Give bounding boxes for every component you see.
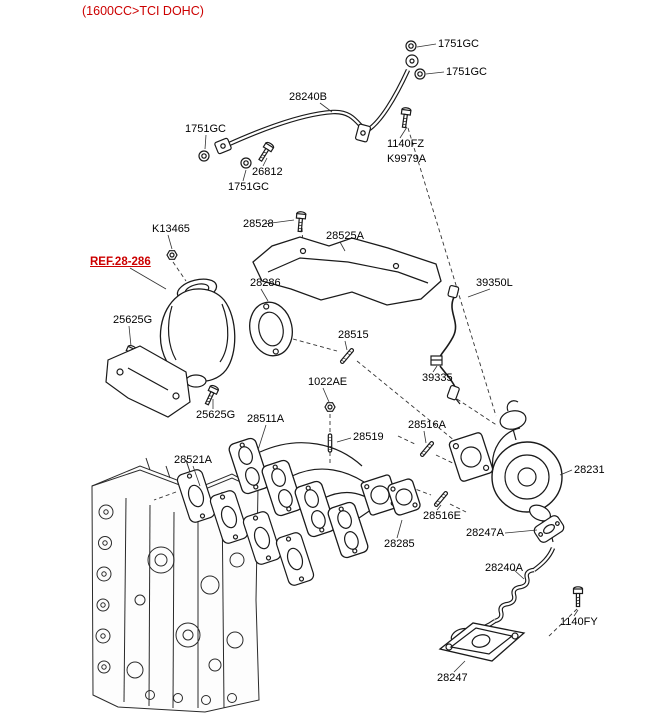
- part-label-28240A: 28240A: [485, 562, 523, 574]
- threaded-stud-icon: [419, 440, 435, 458]
- gasket-28286-drawing: [249, 301, 293, 357]
- part-label-28285: 28285: [384, 538, 415, 550]
- threaded-stud-icon: [327, 433, 333, 453]
- part-label-1022AE: 1022AE: [308, 376, 348, 388]
- part-label-26812: 26812: [252, 166, 283, 178]
- converter-bracket-drawing: [105, 345, 191, 418]
- part-label-1751GC-3: 1751GC: [185, 123, 226, 135]
- threaded-stud-icon: [433, 490, 449, 508]
- gasket-28247A-drawing: [533, 515, 565, 543]
- turbocharger-drawing: [448, 400, 563, 543]
- diagram-title: (1600CC>TCI DOHC): [82, 4, 204, 18]
- hex-nut-icon: [166, 250, 178, 260]
- part-label-1140FZ: 1140FZ: [387, 138, 425, 150]
- washer-ring-icon: [414, 68, 426, 80]
- hex-bolt-icon: [294, 210, 307, 233]
- turbo-inlet-gasket-drawing: [387, 478, 421, 516]
- engine-block-drawing: [91, 457, 260, 713]
- part-label-28240B: 28240B: [289, 91, 327, 103]
- oxygen-sensor-drawing: [430, 285, 461, 405]
- assembly-dashed-lines: [153, 127, 578, 639]
- part-label-39350L: 39350L: [476, 277, 513, 289]
- part-label-1751GC-2: 1751GC: [446, 66, 487, 78]
- part-label-K13465: K13465: [152, 223, 190, 235]
- hex-bolt-icon: [255, 140, 276, 164]
- part-label-25625G-1: 25625G: [113, 314, 153, 326]
- part-label-28516A: 28516A: [408, 419, 446, 431]
- manifold-gasket-drawing: [176, 469, 315, 586]
- part-label-ref-28-286: REF.28-286: [90, 256, 151, 268]
- hex-bolt-icon: [202, 383, 220, 407]
- part-label-28525A: 28525A: [326, 230, 364, 242]
- part-label-1140FY: 1140FY: [560, 616, 598, 628]
- part-label-28516E: 28516E: [423, 510, 461, 522]
- part-label-1751GC-4: 1751GC: [228, 181, 269, 193]
- part-label-28231: 28231: [574, 464, 605, 476]
- label-leader-lines: [128, 43, 579, 673]
- hex-bolt-icon: [398, 106, 412, 129]
- part-label-39335: 39335: [422, 372, 453, 384]
- part-label-28528: 28528: [243, 218, 274, 230]
- part-label-28521A: 28521A: [174, 454, 212, 466]
- washer-ring-icon: [198, 150, 210, 162]
- part-label-1751GC-1: 1751GC: [438, 38, 479, 50]
- part-label-25625G-2: 25625G: [196, 409, 236, 421]
- part-label-28515: 28515: [338, 329, 369, 341]
- feed-pipe-drawing: [214, 54, 419, 155]
- catalytic-converter-drawing: [159, 278, 236, 388]
- threaded-stud-icon: [339, 347, 355, 365]
- washer-ring-icon: [240, 157, 252, 169]
- heat-shield-drawing: [252, 236, 442, 306]
- hex-bolt-icon: [572, 586, 584, 608]
- part-label-28286: 28286: [250, 277, 281, 289]
- part-label-28247A: 28247A: [466, 527, 504, 539]
- part-label-28247: 28247: [437, 672, 468, 684]
- washer-ring-icon: [405, 40, 417, 52]
- hex-nut-icon: [324, 402, 336, 412]
- part-label-28511A: 28511A: [247, 413, 285, 425]
- part-label-28519: 28519: [353, 431, 384, 443]
- outlet-flange-drawing: [438, 622, 526, 662]
- part-label-K9979A: K9979A: [387, 153, 427, 165]
